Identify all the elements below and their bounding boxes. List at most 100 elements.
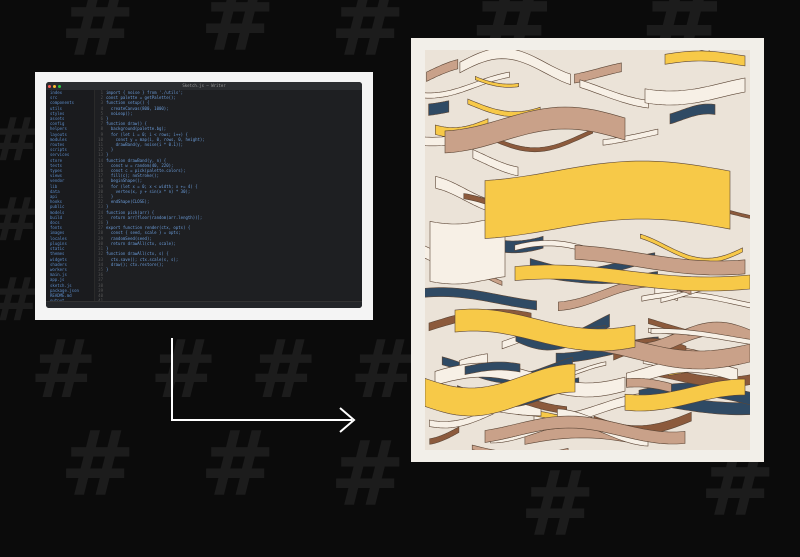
code-line[interactable]: const { seed, scale } = opts;: [106, 230, 181, 236]
hash-motif-icon: #: [250, 323, 318, 416]
close-window-icon[interactable]: [48, 84, 51, 88]
line-number: 39: [98, 287, 103, 293]
code-line[interactable]: }: [106, 204, 109, 210]
poster-band: [429, 407, 494, 429]
sidebar-file-item[interactable]: api: [50, 194, 58, 200]
sidebar-file-item[interactable]: main.js: [50, 272, 67, 278]
code-line[interactable]: ctx.save(); ctx.scale(s, s);: [106, 256, 179, 262]
poster-artwork: [425, 50, 750, 450]
sidebar-file-item[interactable]: styles: [50, 110, 65, 116]
sidebar-file-item[interactable]: routes: [50, 142, 65, 148]
line-number: 14: [98, 157, 103, 163]
sidebar-file-item[interactable]: hooks: [50, 199, 63, 205]
line-number: 37: [98, 277, 103, 283]
hash-motif-icon: #: [200, 0, 276, 72]
code-line[interactable]: endShape(CLOSE);: [106, 199, 150, 205]
sidebar-file-item[interactable]: sketch.js: [50, 282, 72, 288]
code-line[interactable]: }: [106, 194, 114, 200]
code-line[interactable]: const w = random(40, 220);: [106, 162, 174, 168]
sidebar-file-item[interactable]: tests: [50, 162, 63, 168]
code-line[interactable]: drawBand(y, noise(i * 0.1));: [106, 142, 184, 148]
sidebar-file-item[interactable]: models: [50, 209, 65, 215]
editor-titlebar: Sketch.js — Writer: [46, 82, 362, 90]
code-line[interactable]: return drawAll(ctx, scale);: [106, 240, 176, 246]
sidebar-file-item[interactable]: helpers: [50, 126, 67, 132]
sidebar-file-item[interactable]: services: [50, 152, 70, 158]
maximize-window-icon[interactable]: [58, 84, 61, 88]
code-line[interactable]: vertex(x, y + sin(x * n) * 30);: [106, 188, 191, 194]
code-line[interactable]: noLoop();: [106, 110, 133, 116]
sidebar-file-item[interactable]: src: [50, 95, 58, 101]
sidebar-file-item[interactable]: utils: [50, 105, 63, 111]
poster-yellow-band: [425, 363, 576, 417]
sidebar-file-item[interactable]: index: [50, 90, 63, 95]
sidebar-file-item[interactable]: store: [50, 157, 63, 163]
sidebar-file-item[interactable]: build: [50, 214, 63, 220]
sidebar-file-item[interactable]: lib: [50, 183, 58, 189]
code-line[interactable]: function drawBand(y, n) {: [106, 157, 167, 163]
sidebar-file-item[interactable]: scripts: [50, 147, 67, 153]
sidebar-file-item[interactable]: package.json: [50, 287, 79, 293]
sidebar-file-item[interactable]: components: [50, 100, 75, 106]
sidebar-file-item[interactable]: config: [50, 121, 65, 127]
code-line[interactable]: export function render(ctx, opts) {: [106, 225, 191, 231]
sidebar-file-item[interactable]: modules: [50, 136, 67, 142]
poster-band: [574, 62, 622, 84]
sidebar-file-item[interactable]: views: [50, 173, 63, 179]
poster-band: [472, 149, 519, 177]
sidebar-file-item[interactable]: docs: [50, 220, 60, 226]
code-line[interactable]: import { noise } from './utils';: [106, 90, 184, 95]
sidebar-file-item[interactable]: static: [50, 246, 65, 252]
code-line[interactable]: const palette = getPalette();: [106, 95, 176, 101]
sidebar-file-item[interactable]: data: [50, 188, 60, 194]
line-number: 15: [98, 162, 103, 168]
sidebar-file-item[interactable]: output: [46, 298, 94, 302]
sidebar-file-item[interactable]: README.md: [50, 292, 72, 298]
line-number: 2: [100, 95, 103, 101]
sidebar-file-item[interactable]: app.js: [50, 277, 65, 283]
code-line[interactable]: return arr[floor(random(arr.length))];: [106, 214, 203, 220]
code-line[interactable]: function draw() {: [106, 121, 147, 127]
code-line[interactable]: draw(); ctx.restore();: [106, 261, 164, 267]
sidebar-file-item[interactable]: layouts: [50, 131, 67, 137]
line-number: 24: [98, 209, 103, 215]
minimize-window-icon[interactable]: [53, 84, 56, 88]
code-line[interactable]: }: [106, 147, 114, 153]
sidebar-file-item[interactable]: assets: [50, 116, 65, 122]
sidebar-file-item[interactable]: fonts: [50, 225, 63, 231]
sidebar-file-item[interactable]: shaders: [50, 261, 67, 267]
sidebar-file-item[interactable]: plugins: [50, 240, 67, 246]
code-line[interactable]: for (let i = 0; i < rows; i++) {: [106, 131, 188, 137]
sidebar-file-item[interactable]: widgets: [50, 256, 67, 262]
sidebar-file-item[interactable]: types: [50, 168, 63, 174]
sidebar-file-item[interactable]: public: [50, 204, 65, 210]
sidebar-file-item[interactable]: locales: [50, 235, 67, 241]
code-line[interactable]: }: [106, 152, 109, 158]
code-line[interactable]: }: [106, 220, 109, 226]
editor-title: Sketch.js — Writer: [182, 83, 226, 88]
code-line[interactable]: function setup() {: [106, 100, 150, 106]
code-line[interactable]: createCanvas(800, 1000);: [106, 105, 169, 111]
line-number: 22: [98, 199, 103, 205]
poster-band: [444, 106, 626, 154]
code-line[interactable]: const c = pick(palette.colors);: [106, 168, 186, 174]
sidebar-file-item[interactable]: images: [50, 230, 65, 236]
hash-motif-icon: #: [60, 412, 136, 517]
code-line[interactable]: background(palette.bg);: [106, 126, 167, 132]
sidebar-file-item[interactable]: vendor: [50, 178, 65, 184]
sidebar-file-item[interactable]: themes: [50, 251, 65, 257]
code-line[interactable]: function pick(arr) {: [106, 209, 155, 215]
code-line[interactable]: function drawAll(ctx, s) {: [106, 251, 169, 257]
code-line[interactable]: }: [106, 266, 109, 272]
poster-band: [425, 287, 537, 311]
code-line[interactable]: beginShape();: [106, 178, 143, 184]
code-line[interactable]: randomSeed(seed);: [106, 235, 152, 241]
code-line[interactable]: }: [106, 116, 109, 122]
sidebar-file-item[interactable]: workers: [50, 266, 67, 272]
code-line[interactable]: fill(c); noStroke();: [106, 173, 159, 179]
code-line[interactable]: const y = map(i, 0, rows, 0, height);: [106, 136, 205, 142]
code-area[interactable]: import { noise } from './utils';const pa…: [106, 90, 362, 302]
code-line[interactable]: }: [106, 246, 109, 252]
code-line[interactable]: for (let x = 0; x < width; x += 4) {: [106, 183, 198, 189]
